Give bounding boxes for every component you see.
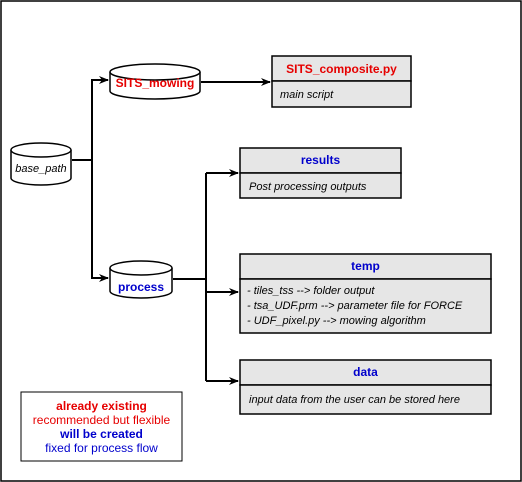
legend: already existing recommended but flexibl…: [20, 391, 183, 462]
box-results-body: [239, 172, 402, 199]
box-temp-line-3: - UDF_pixel.py --> mowing algorithm: [247, 315, 426, 327]
box-results-header: [239, 147, 402, 174]
arrow-base-to-process: [91, 160, 109, 282]
box-results-title: results: [301, 153, 341, 167]
legend-recommended: recommended but flexible: [33, 413, 171, 427]
box-composite-body: [271, 80, 412, 108]
cylinder-process-label: process: [118, 280, 164, 294]
box-temp-body: [239, 278, 492, 334]
box-data-body: [239, 384, 492, 415]
box-composite-line: main script: [280, 89, 334, 101]
box-composite-title: SITS_composite.py: [286, 62, 397, 76]
box-results[interactable]: results Post processing outputs: [239, 147, 402, 199]
connectors: [72, 76, 271, 385]
box-temp-title: temp: [351, 259, 380, 273]
box-data[interactable]: data input data from the user can be sto…: [239, 359, 492, 415]
legend-existing: already existing: [56, 399, 147, 413]
box-data-line: input data from the user can be stored h…: [249, 394, 460, 406]
box-composite-header: [271, 55, 412, 82]
legend-created: will be created: [59, 427, 143, 441]
arrow-base-to-sits-mowing: [91, 76, 109, 160]
cylinder-sits-mowing[interactable]: SITS_mowing: [109, 63, 201, 100]
box-composite[interactable]: SITS_composite.py main script: [271, 55, 412, 108]
box-results-line: Post processing outputs: [249, 181, 367, 193]
cylinder-base-path[interactable]: base_path: [10, 142, 72, 186]
box-temp-line-1: - tiles_tss --> folder output: [247, 285, 375, 297]
cylinder-process[interactable]: process: [109, 260, 173, 299]
box-temp-line-2: - tsa_UDF.prm --> parameter file for FOR…: [247, 300, 463, 312]
box-data-title: data: [353, 365, 378, 379]
cylinder-sits-mowing-label: SITS_mowing: [116, 76, 195, 90]
legend-fixed: fixed for process flow: [45, 441, 158, 455]
legend-box: [20, 391, 183, 462]
cylinder-base-path-label: base_path: [15, 163, 66, 175]
box-temp[interactable]: temp - tiles_tss --> folder output - tsa…: [239, 253, 492, 334]
